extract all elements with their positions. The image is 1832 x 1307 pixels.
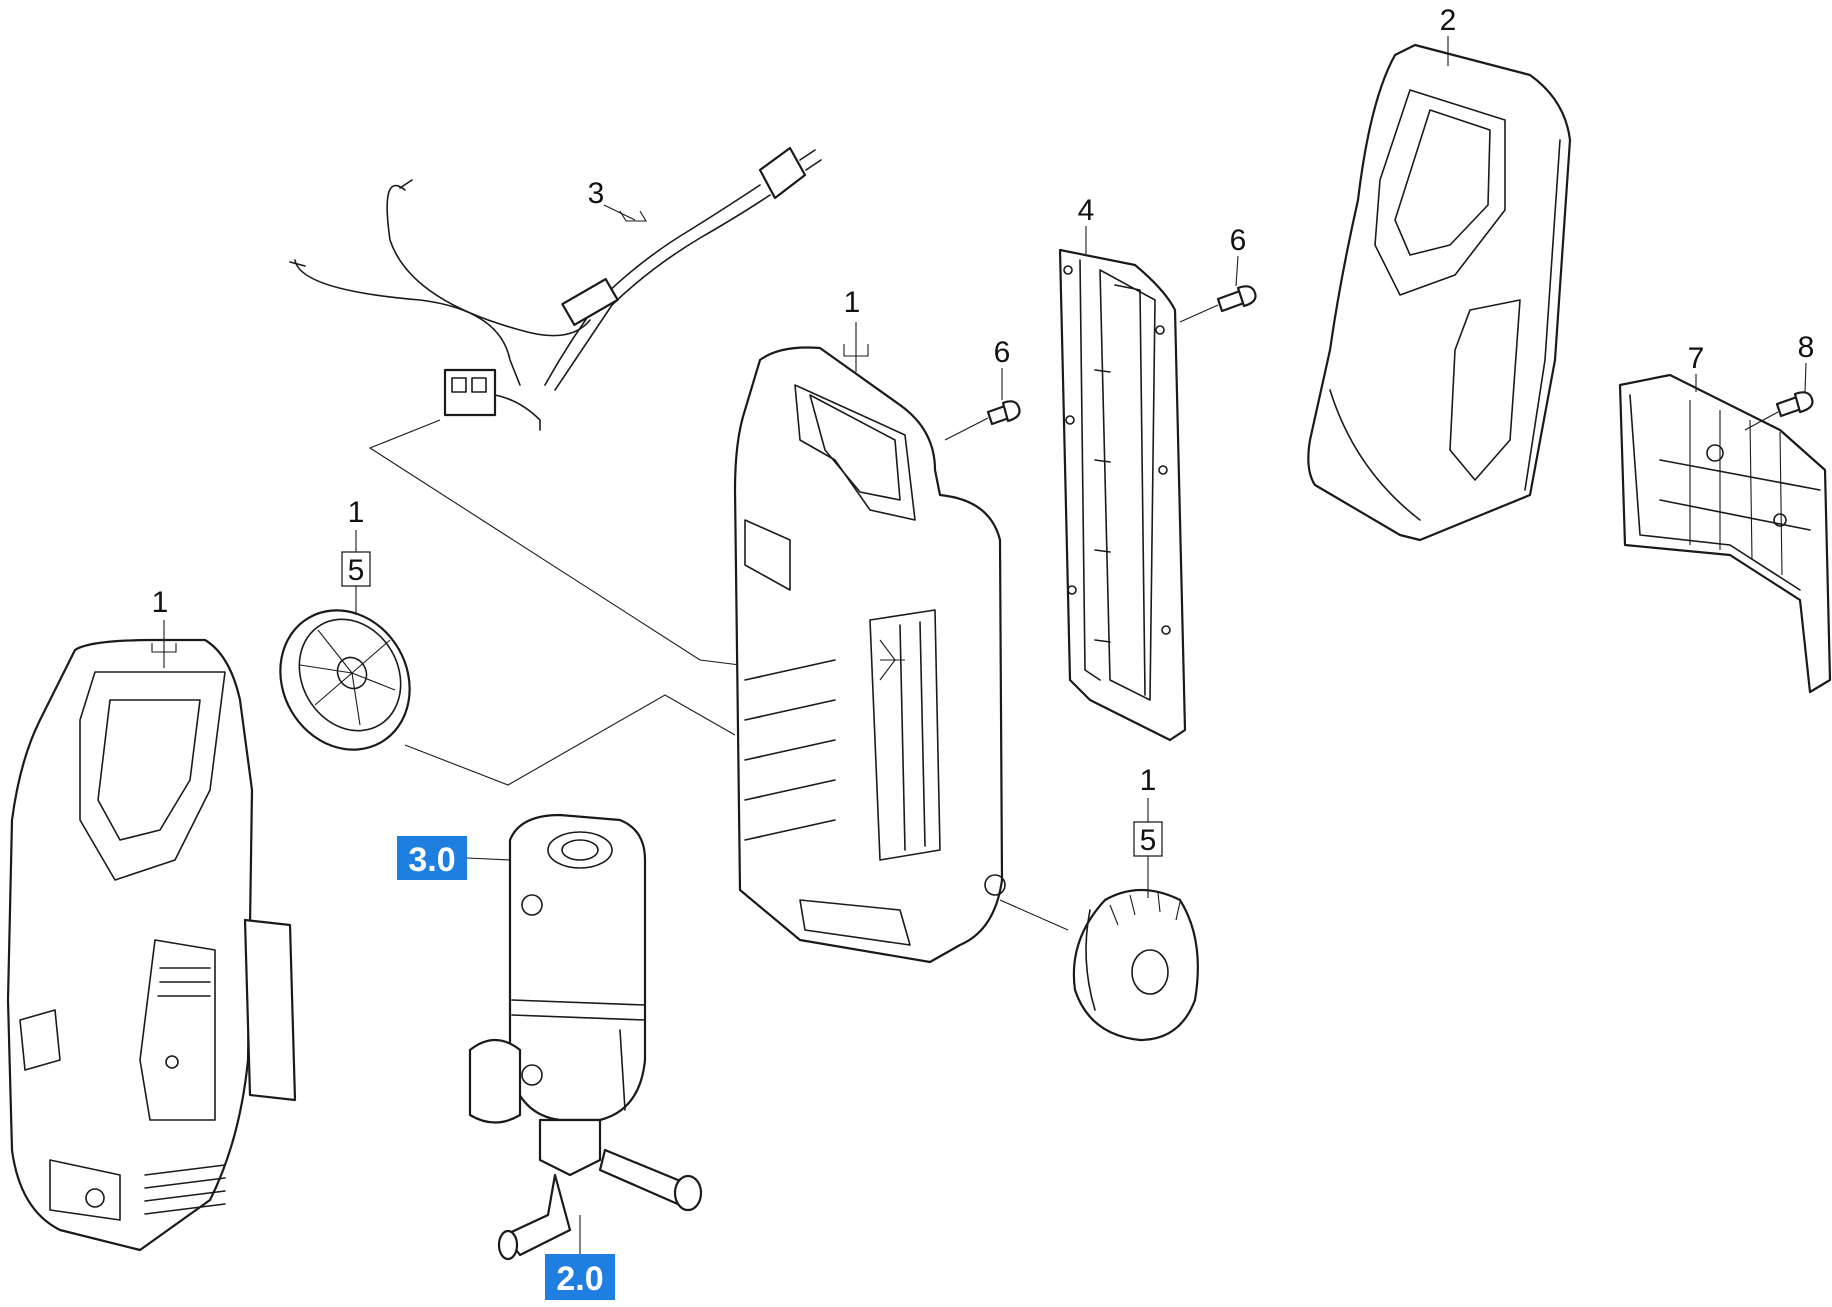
motor-pump-part xyxy=(468,813,703,1261)
callout-number: 6 xyxy=(994,336,1011,369)
callout-housing-front: 1 xyxy=(151,586,177,668)
callout-number: 3 xyxy=(588,177,605,210)
power-cable-part xyxy=(289,146,822,431)
reference-badge-motor[interactable]: 3.0 xyxy=(397,836,511,880)
callout-housing-rear: 1 xyxy=(843,286,869,372)
housing-front-part xyxy=(6,638,297,1252)
callout-qty: 5 xyxy=(1140,824,1157,857)
reference-label: 2.0 xyxy=(556,1260,603,1298)
callout-number: 8 xyxy=(1798,331,1815,364)
connector-lines xyxy=(368,419,1069,931)
reference-label: 3.0 xyxy=(408,841,455,879)
callout-number: 1 xyxy=(844,286,861,319)
callout-rear-cover: 4 xyxy=(1078,194,1095,254)
callout-screw-a: 6 xyxy=(1179,224,1247,323)
callout-screw-c: 8 xyxy=(1744,331,1815,431)
callout-wheel-left: 1 5 xyxy=(341,496,371,615)
callout-screw-b: 6 xyxy=(944,336,1011,441)
callout-bracket: 7 xyxy=(1688,342,1705,392)
screw-b-part xyxy=(986,400,1021,426)
callout-wheel-right: 1 5 xyxy=(1133,764,1163,898)
screw-c-part xyxy=(1775,391,1814,418)
callout-hood: 2 xyxy=(1440,4,1457,66)
callout-number: 2 xyxy=(1440,4,1457,37)
screw-a-part xyxy=(1216,285,1257,313)
callout-qty: 5 xyxy=(348,554,365,587)
callout-number: 7 xyxy=(1688,342,1705,375)
callout-number: 6 xyxy=(1230,224,1247,257)
wheel-right-part xyxy=(1072,888,1199,1042)
callout-number: 4 xyxy=(1078,194,1095,227)
callout-power-cable: 3 xyxy=(588,177,647,222)
rear-cover-part xyxy=(1058,248,1187,742)
callout-number: 1 xyxy=(1140,764,1157,797)
bracket-part xyxy=(1618,373,1832,694)
housing-rear-part xyxy=(733,346,1006,964)
wheel-left-part xyxy=(279,609,411,751)
reference-badge-outlet[interactable]: 2.0 xyxy=(545,1215,615,1300)
hood-part xyxy=(1307,43,1572,542)
callout-number: 1 xyxy=(152,586,169,619)
callout-number: 1 xyxy=(348,496,365,529)
